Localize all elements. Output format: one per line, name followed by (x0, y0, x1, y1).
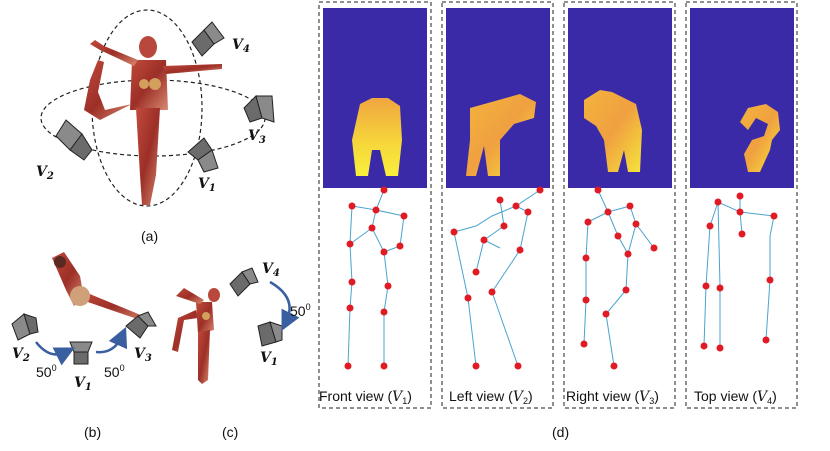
anatomy-figure-side (172, 288, 220, 384)
label-v2: V2 (36, 164, 54, 182)
view-caption-front: Front view (V1) (319, 388, 412, 406)
joints-right (580, 186, 658, 370)
angle-b-left: 500 (36, 363, 57, 380)
joints-top (700, 192, 778, 352)
view-caption-left: Left view (V2) (449, 388, 533, 406)
rotation-arrow-c-icon (269, 280, 300, 331)
skeleton-right (580, 186, 658, 370)
camera-v2-icon (55, 119, 93, 161)
caption-b: (b) (84, 424, 101, 440)
anatomy-figure-standing (84, 36, 222, 205)
skeleton-top (700, 192, 778, 352)
panel-a: V4 V3 V2 V1 (a) (36, 9, 275, 244)
joints-left (450, 186, 544, 370)
skeleton-left (450, 186, 544, 370)
view-caption-top: Top view (V4) (694, 388, 777, 406)
label-c-v1: V1 (260, 350, 278, 368)
camera-v3-icon (243, 95, 275, 123)
camera-b-v1-icon (69, 341, 93, 365)
camera-c-v1-icon (257, 321, 283, 347)
camera-b-v2-icon (11, 313, 39, 341)
rotation-arrow-left-icon (35, 341, 75, 366)
depth-map-front (323, 8, 427, 188)
camera-v4-icon (191, 21, 225, 57)
caption-c: (c) (222, 424, 238, 440)
frame-front (318, 1, 432, 409)
view-caption-right: Right view (V3) (566, 388, 659, 406)
camera-b-v3-icon (125, 311, 157, 339)
depth-map-right (568, 8, 672, 188)
anatomy-figure-top (52, 252, 148, 322)
depth-map-top (690, 8, 794, 188)
panel-d: Front view (V1) Left view (V2) Right vie… (318, 1, 798, 440)
camera-c-v4-icon (229, 267, 259, 297)
caption-d: (d) (552, 424, 569, 440)
joints-front (344, 186, 408, 370)
label-v3: V3 (248, 128, 266, 146)
label-c-v4: V4 (262, 261, 280, 279)
panel-c: V4 V1 500 (c) (172, 261, 311, 440)
depth-map-left (446, 8, 550, 188)
orbit-vertical (91, 9, 203, 207)
label-b-v3: V3 (134, 346, 152, 364)
panel-b: V2 V3 V1 500 500 (b) (11, 252, 157, 440)
label-v4: V4 (232, 37, 250, 55)
label-b-v1: V1 (74, 375, 92, 393)
label-v1: V1 (198, 176, 216, 194)
label-b-v2: V2 (12, 346, 30, 364)
skeleton-front (344, 186, 408, 370)
camera-v1-icon (187, 137, 219, 173)
angle-b-right: 500 (104, 363, 125, 380)
angle-c: 500 (290, 302, 311, 319)
caption-a: (a) (141, 228, 158, 244)
rotation-arrow-right-icon (95, 326, 128, 354)
